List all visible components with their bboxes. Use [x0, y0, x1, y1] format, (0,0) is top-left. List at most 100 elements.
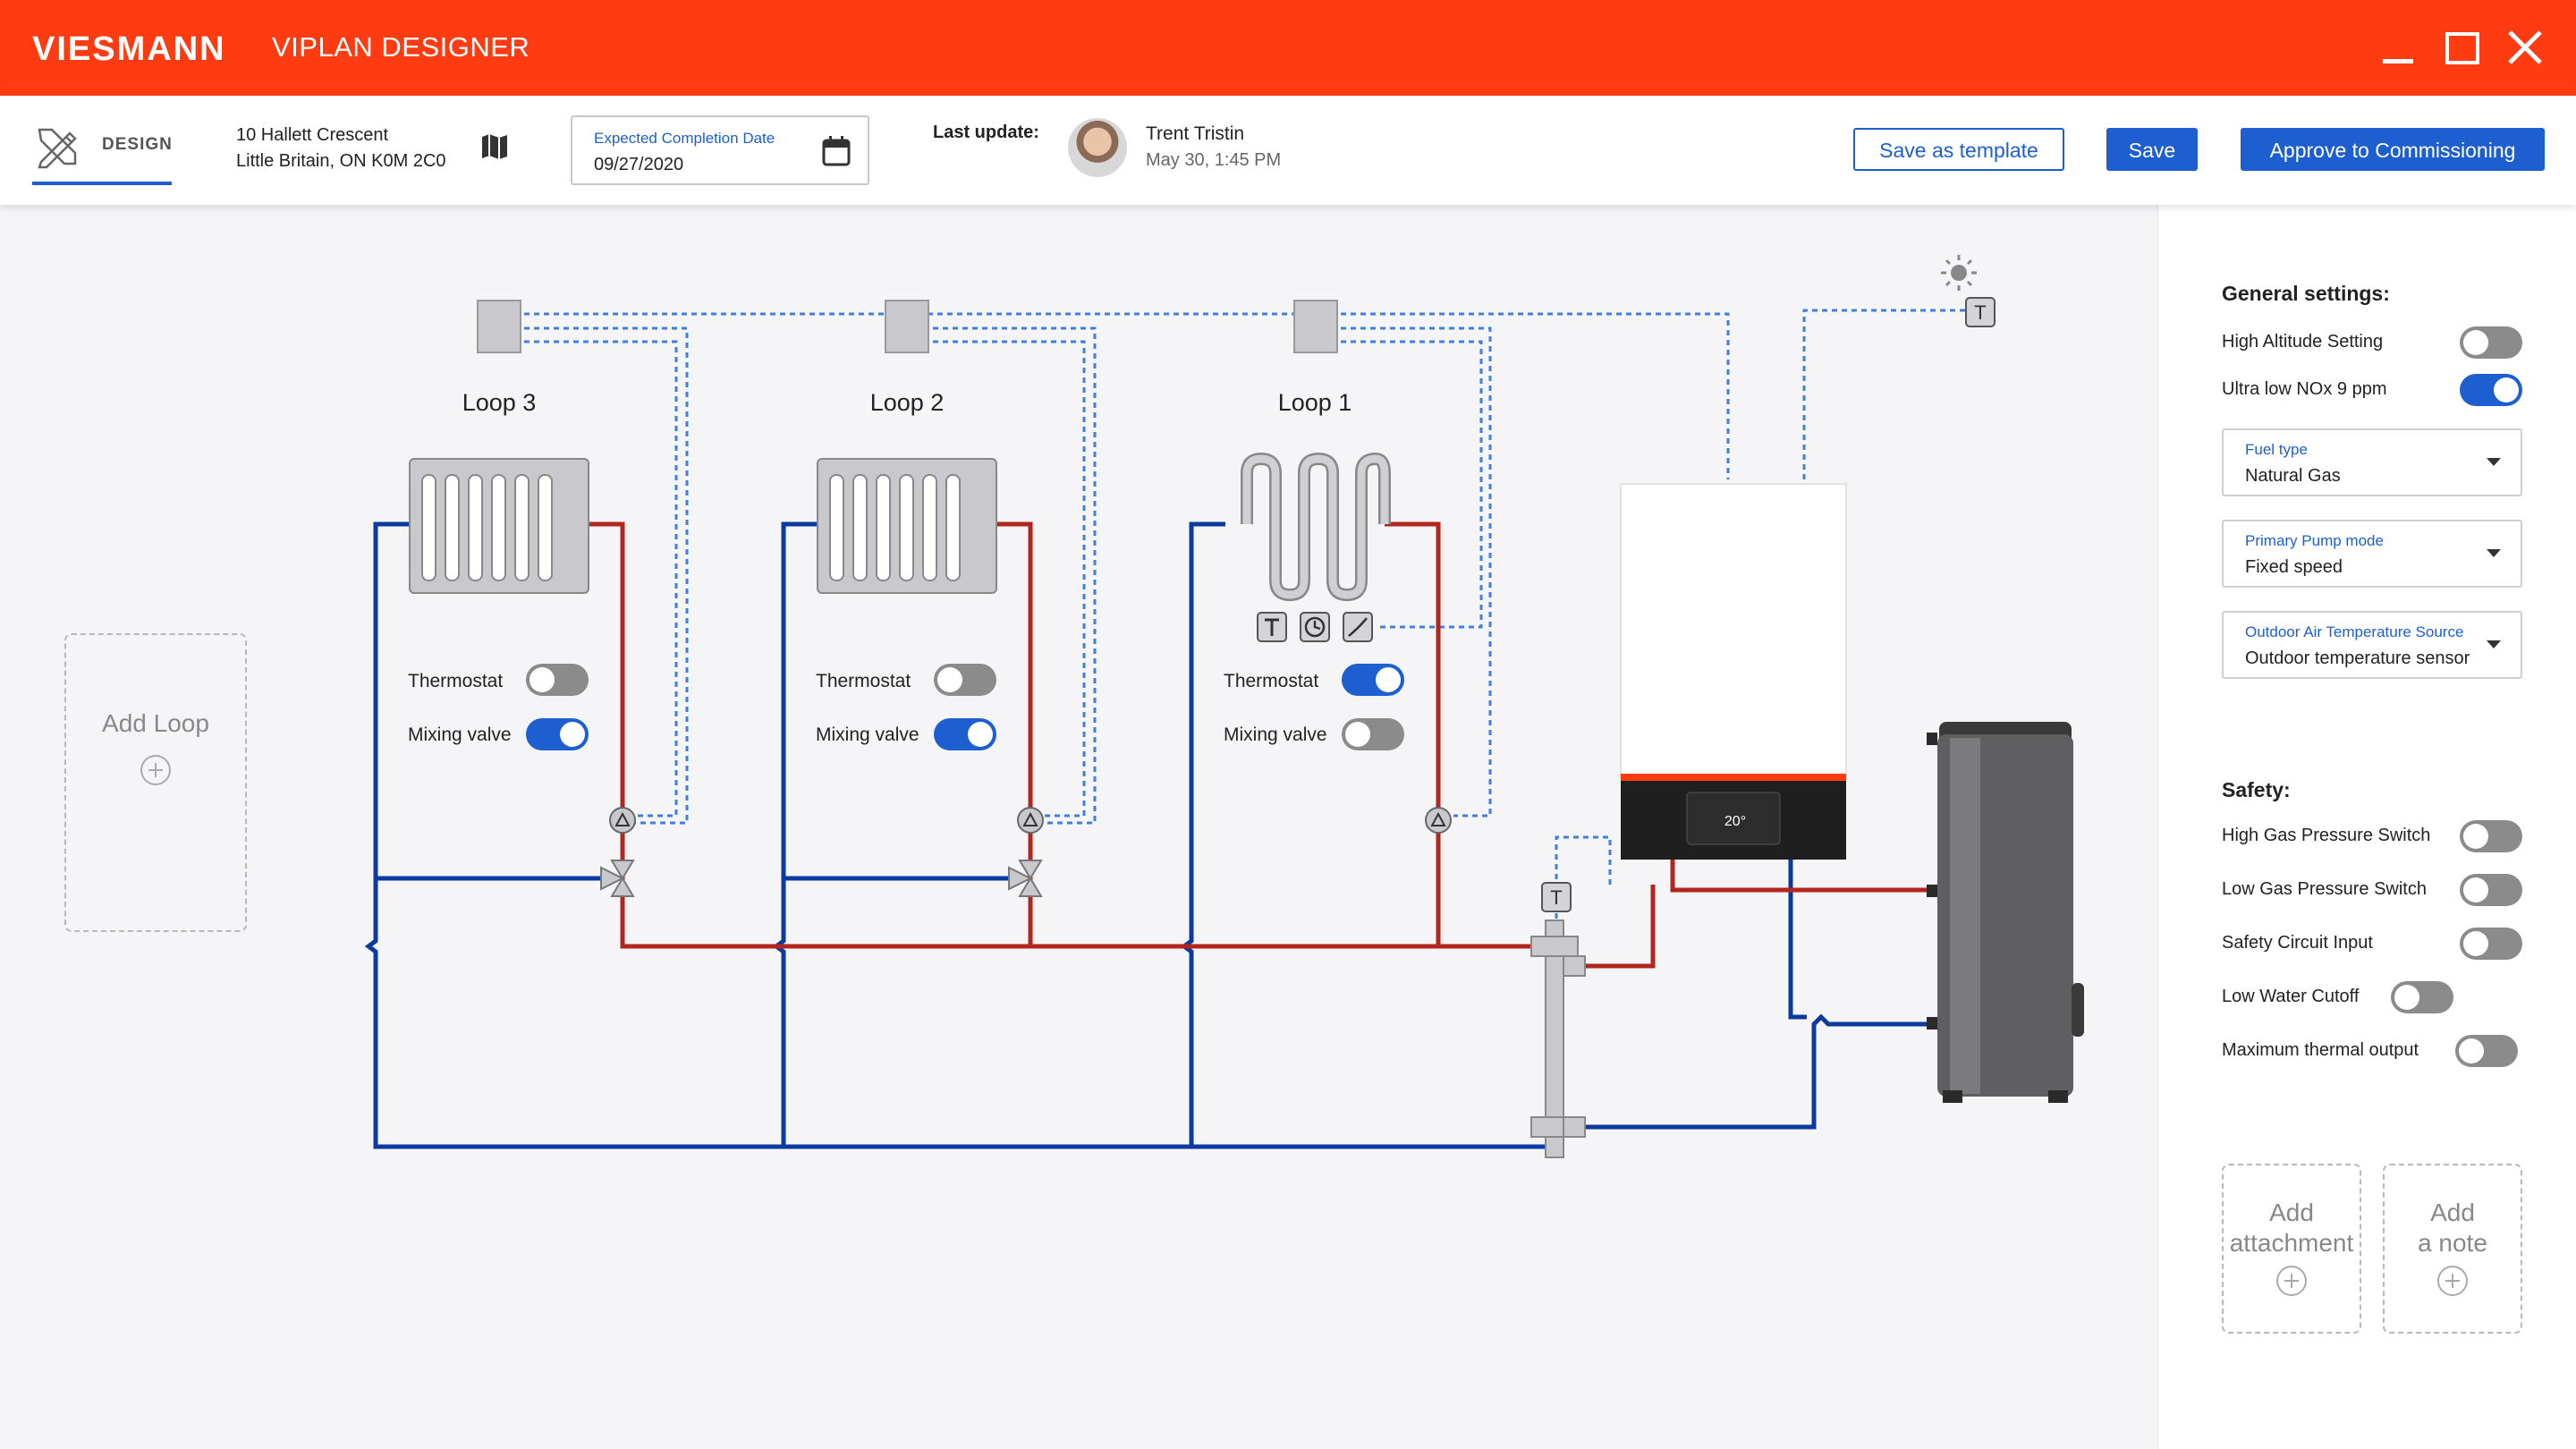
loop2-radiator[interactable]	[817, 458, 997, 594]
ultra-low-nox-toggle[interactable]	[2460, 374, 2522, 406]
address-line2: Little Britain, ON K0M 2C0	[236, 151, 446, 171]
map-icon[interactable]	[479, 131, 510, 166]
tab-design-label: DESIGN	[102, 135, 173, 154]
hydraulic-separator[interactable]	[1530, 919, 1586, 1158]
sun-icon	[1941, 255, 1977, 291]
loop1-mixing-valve-label: Mixing valve	[1224, 724, 1327, 745]
max-thermal-output-toggle[interactable]	[2455, 1035, 2518, 1067]
loop2-mixing-valve-icon[interactable]	[1008, 860, 1043, 897]
loop3-mixing-valve-icon[interactable]	[600, 860, 635, 897]
loop3-pump-icon[interactable]	[609, 807, 636, 834]
ultra-low-nox-label: Ultra low NOx 9 ppm	[2222, 379, 2387, 399]
return-piping	[364, 521, 1927, 1149]
add-loop-plus-icon	[140, 755, 171, 785]
completion-date-value: 09/27/2020	[594, 155, 684, 174]
fuel-type-label: Fuel type	[2245, 441, 2308, 458]
loop1-pump-icon[interactable]	[1425, 807, 1452, 834]
loop1-curve-icon[interactable]	[1343, 612, 1373, 642]
save-button[interactable]: Save	[2106, 128, 2198, 171]
max-thermal-output-label: Maximum thermal output	[2222, 1040, 2419, 1060]
add-note-card[interactable]: Add a note	[2383, 1164, 2522, 1334]
loop3-mixing-valve-label: Mixing valve	[408, 724, 512, 745]
primary-pump-mode-label: Primary Pump mode	[2245, 532, 2384, 549]
loop1-thermostat-icon[interactable]	[1257, 612, 1287, 642]
add-note-plus-icon	[2437, 1266, 2468, 1296]
loop1-room-sensor[interactable]	[1293, 300, 1338, 353]
loop2-thermostat-toggle[interactable]	[934, 664, 996, 696]
minimize-icon[interactable]	[2377, 27, 2419, 68]
loop2-mixing-valve-label: Mixing valve	[816, 724, 919, 745]
last-update-label: Last update:	[933, 123, 1039, 142]
close-icon[interactable]	[2504, 27, 2546, 68]
loop1-mixing-valve-toggle[interactable]	[1342, 718, 1404, 750]
loop2-room-sensor[interactable]	[885, 300, 929, 353]
low-water-cutoff-label: Low Water Cutoff	[2222, 987, 2360, 1006]
save-as-template-button[interactable]: Save as template	[1853, 128, 2064, 171]
add-attachment-label-1: Add	[2269, 1199, 2314, 1226]
supply-temp-sensor-icon[interactable]	[1541, 882, 1572, 912]
outdoor-temp-sensor-icon[interactable]	[1965, 297, 1996, 327]
high-gas-pressure-label: High Gas Pressure Switch	[2222, 826, 2431, 845]
fuel-type-value: Natural Gas	[2245, 466, 2341, 486]
general-settings-title: General settings:	[2222, 282, 2390, 305]
loop1-thermostat-label: Thermostat	[1224, 671, 1319, 691]
low-gas-pressure-toggle[interactable]	[2460, 874, 2522, 906]
loop3-title: Loop 3	[462, 389, 537, 416]
safety-title: Safety:	[2222, 778, 2291, 801]
completion-date-field[interactable]: Expected Completion Date 09/27/2020	[571, 115, 869, 185]
loop3-thermostat-toggle[interactable]	[526, 664, 589, 696]
title-bar: VIESMANN VIPLAN DESIGNER	[0, 0, 2576, 96]
loop1-thermostat-toggle[interactable]	[1342, 664, 1404, 696]
loop3-room-sensor[interactable]	[477, 300, 521, 353]
add-attachment-card[interactable]: Add attachment	[2222, 1164, 2361, 1334]
add-attachment-plus-icon	[2276, 1266, 2307, 1296]
completion-date-label: Expected Completion Date	[594, 130, 775, 147]
add-loop-card[interactable]: Add Loop	[64, 633, 247, 932]
low-water-cutoff-toggle[interactable]	[2391, 981, 2453, 1013]
user-name: Trent Tristin	[1146, 123, 1245, 144]
design-pencil-ruler-icon	[38, 128, 77, 169]
loop2-thermostat-label: Thermostat	[816, 671, 911, 691]
high-altitude-toggle[interactable]	[2460, 326, 2522, 359]
loop2-title: Loop 2	[869, 389, 945, 416]
chevron-down-icon	[2487, 640, 2501, 648]
maximize-icon[interactable]	[2442, 27, 2483, 68]
tab-design[interactable]: DESIGN	[32, 117, 172, 185]
outdoor-temp-source-value: Outdoor temperature sensor	[2245, 648, 2470, 668]
chevron-down-icon	[2487, 549, 2501, 557]
outdoor-temp-source-select[interactable]: Outdoor Air Temperature Source Outdoor t…	[2222, 611, 2522, 679]
calendar-icon[interactable]	[821, 135, 852, 172]
update-time: May 30, 1:45 PM	[1146, 150, 1282, 170]
outdoor-sensor-letter: T	[1974, 301, 1986, 324]
high-gas-pressure-toggle[interactable]	[2460, 820, 2522, 852]
primary-pump-mode-value: Fixed speed	[2245, 557, 2343, 577]
toolbar: DESIGN 10 Hallett Crescent Little Britai…	[0, 96, 2576, 205]
loop1-title: Loop 1	[1277, 389, 1352, 416]
project-address: 10 Hallett Crescent Little Britain, ON K…	[236, 123, 446, 174]
loop1-clock-icon[interactable]	[1300, 612, 1330, 642]
fuel-type-select[interactable]: Fuel type Natural Gas	[2222, 428, 2522, 496]
safety-circuit-toggle[interactable]	[2460, 928, 2522, 960]
primary-pump-mode-select[interactable]: Primary Pump mode Fixed speed	[2222, 520, 2522, 588]
supply-piping	[571, 521, 1927, 969]
add-attachment-label-2: attachment	[2229, 1229, 2354, 1257]
high-altitude-label: High Altitude Setting	[2222, 332, 2384, 352]
hydronic-schematic: T	[364, 255, 2084, 1158]
app-title: VIPLAN DESIGNER	[272, 31, 530, 63]
loop3-mixing-valve-toggle[interactable]	[526, 718, 589, 750]
add-loop-label: Add Loop	[102, 709, 209, 737]
safety-circuit-label: Safety Circuit Input	[2222, 933, 2373, 953]
design-canvas: Add Loop T	[0, 205, 2157, 1449]
chevron-down-icon	[2487, 458, 2501, 466]
loop2-pump-icon[interactable]	[1017, 807, 1044, 834]
outdoor-temp-source-label: Outdoor Air Temperature Source	[2245, 623, 2464, 640]
loop3-thermostat-label: Thermostat	[408, 671, 504, 691]
storage-tank[interactable]	[1927, 722, 2084, 1103]
approve-commissioning-button[interactable]: Approve to Commissioning	[2241, 128, 2545, 171]
loop2-mixing-valve-toggle[interactable]	[934, 718, 996, 750]
boiler-display: 20°	[1724, 814, 1746, 829]
supply-sensor-letter: T	[1550, 886, 1562, 909]
boiler[interactable]	[1620, 483, 1847, 860]
brand-logo: VIESMANN	[32, 30, 226, 68]
loop3-radiator[interactable]	[409, 458, 589, 594]
